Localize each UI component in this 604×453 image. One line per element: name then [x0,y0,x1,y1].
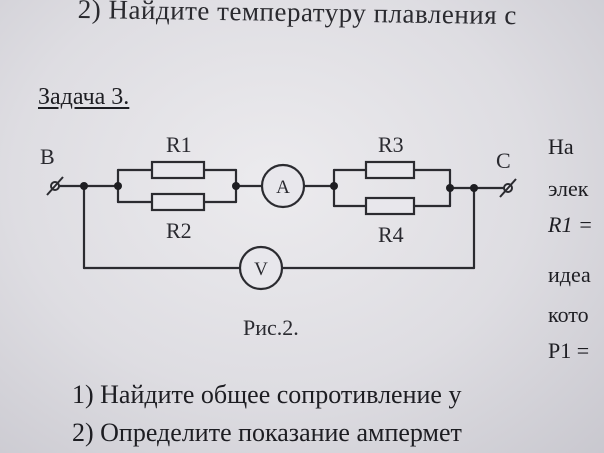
right-text-fragment: На [548,134,574,159]
right-text-fragment: P1 = [548,338,590,363]
resistor-r4 [364,196,416,216]
right-text-fragment: элек [548,176,589,201]
junction-dot [232,182,240,190]
question-1: 1) Найдите общее сопротивление у [72,380,462,409]
question-2: 2) Определите показание ампермет [72,418,462,447]
resistor-r2 [150,192,206,212]
voltmeter [238,245,284,291]
r3-label: R3 [378,132,404,157]
r1-label: R1 [166,132,192,157]
junction-dot [330,182,338,190]
r2-label: R2 [166,218,192,243]
junction-dot [80,182,88,190]
terminal-slash [499,178,517,198]
right-text-fragment: идеа [548,262,591,287]
task-title: Задача 3. [38,84,130,110]
r4-label: R4 [378,222,404,247]
resistor-r1 [150,160,206,180]
node-b-label: B [40,144,55,169]
ammeter-label: A [276,177,290,198]
node-c-label: C [496,148,511,173]
right-text-fragment: кото [548,302,589,327]
figure-caption: Рис.2. [243,315,299,340]
junction-dot [446,184,454,192]
right-text-fragment: R1 = [548,212,593,237]
junction-dot [470,184,478,192]
resistor-r3 [364,160,416,180]
ammeter [260,163,306,209]
terminal-slash [46,176,64,196]
voltmeter-label: V [254,259,268,280]
junction-dot [114,182,122,190]
